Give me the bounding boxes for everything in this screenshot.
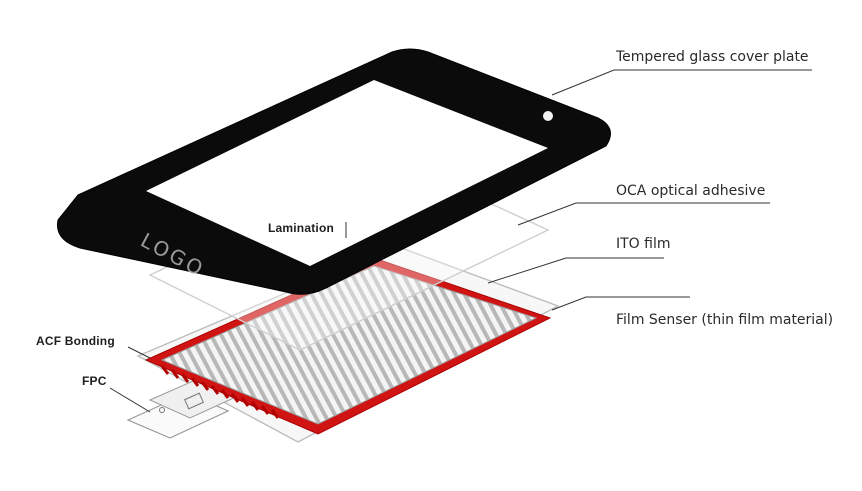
acf-bond-pads (160, 365, 280, 419)
label-ito: ITO film (616, 236, 671, 252)
fpc-chip (183, 392, 205, 410)
label-cover-plate: Tempered glass cover plate (616, 49, 809, 65)
leader-cover-plate (551, 69, 812, 96)
leader-film-sensor (551, 296, 690, 311)
label-film-sensor: Film Senser (thin film material) (616, 312, 834, 328)
fpc-hole (159, 407, 165, 413)
leader-ito (487, 257, 664, 284)
camera-hole (543, 111, 553, 121)
leader-lines (109, 69, 812, 413)
leader-fpc (109, 387, 151, 413)
ito-film-layer (160, 265, 538, 425)
label-oca: OCA optical adhesive (616, 183, 766, 199)
label-fpc: FPC (82, 374, 107, 388)
label-lamination: Lamination (268, 221, 335, 235)
glass-viewing-window (146, 80, 548, 266)
leader-oca (517, 202, 770, 226)
label-acf-bonding: ACF Bonding (36, 334, 115, 348)
leader-acf (127, 346, 151, 359)
